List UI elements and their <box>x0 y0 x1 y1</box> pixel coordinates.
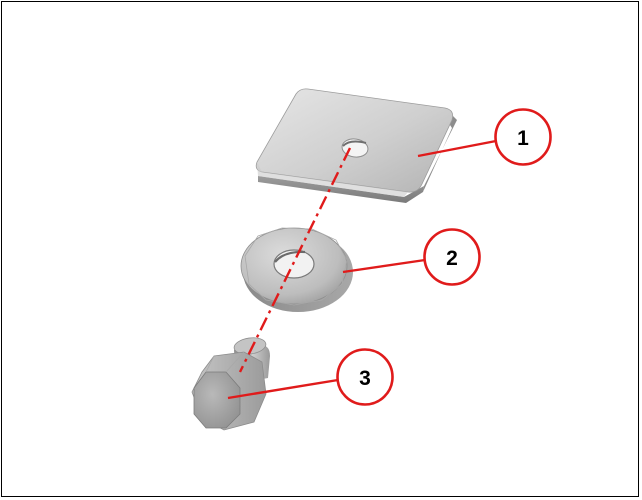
callout-3-leader <box>227 378 339 400</box>
callout-1-number: 1 <box>517 127 529 150</box>
callout-1: 1 <box>494 108 552 166</box>
callout-3: 3 <box>336 348 394 406</box>
washer-part <box>240 227 353 312</box>
callout-2: 2 <box>423 228 481 286</box>
plate-part <box>255 88 457 203</box>
callout-2-number: 2 <box>446 247 458 270</box>
callout-2-leader <box>342 258 426 274</box>
callout-1-leader <box>417 139 497 158</box>
callout-3-number: 3 <box>359 367 371 390</box>
bolt-part <box>191 337 270 431</box>
